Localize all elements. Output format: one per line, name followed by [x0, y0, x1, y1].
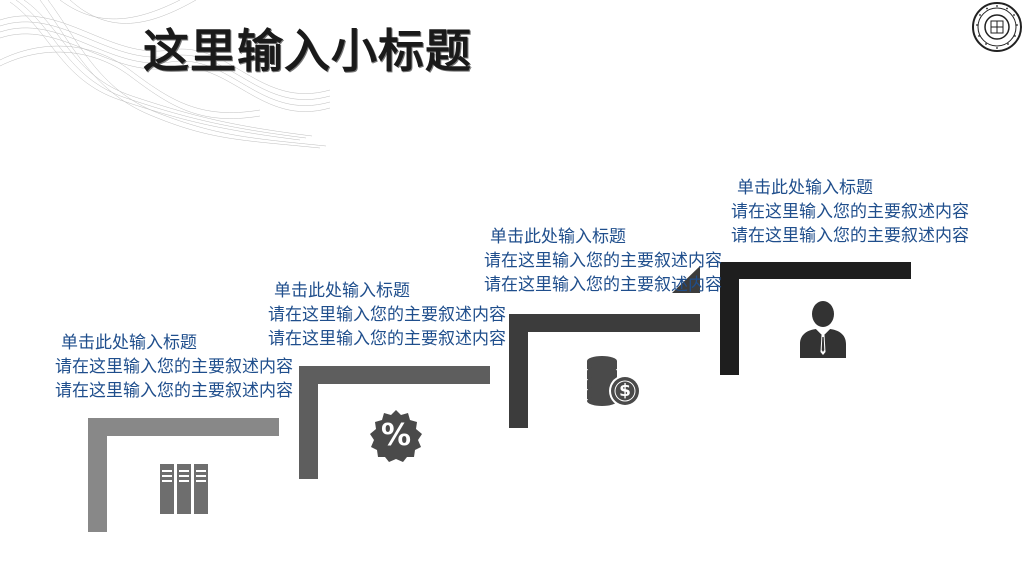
step-4-heading: 单击此处输入标题	[737, 178, 873, 198]
percent-symbol: %	[380, 418, 412, 453]
step-4-line-1: 请在这里输入您的主要叙述内容	[731, 202, 969, 222]
step-2-line-2: 请在这里输入您的主要叙述内容	[268, 329, 506, 349]
step-3-bracket	[509, 314, 700, 428]
step-1-heading: 单击此处输入标题	[61, 333, 197, 353]
step-2-bracket	[299, 366, 490, 479]
step-2-heading: 单击此处输入标题	[274, 281, 410, 301]
university-seal-icon	[972, 2, 1022, 52]
step-4-bracket	[720, 262, 911, 375]
coins-dollar-icon: $	[586, 356, 642, 408]
step-4-triangle-accent	[672, 266, 700, 293]
step-3-text: 单击此处输入标题 请在这里输入您的主要叙述内容 请在这里输入您的主要叙述内容	[484, 225, 722, 297]
step-3-line-2: 请在这里输入您的主要叙述内容	[484, 275, 722, 295]
step-1-line-2: 请在这里输入您的主要叙述内容	[55, 381, 293, 401]
step-4-line-2: 请在这里输入您的主要叙述内容	[731, 226, 969, 246]
decorative-wave-texture	[0, 0, 330, 149]
step-3-heading: 单击此处输入标题	[490, 227, 626, 247]
percent-badge-icon: %	[370, 410, 422, 462]
dollar-symbol: $	[619, 381, 631, 401]
step-2-line-1: 请在这里输入您的主要叙述内容	[268, 305, 506, 325]
slide-title: 这里输入小标题	[143, 24, 472, 78]
step-3-line-1: 请在这里输入您的主要叙述内容	[484, 251, 722, 271]
step-1-bracket	[88, 418, 279, 532]
step-4-text: 单击此处输入标题 请在这里输入您的主要叙述内容 请在这里输入您的主要叙述内容	[731, 176, 969, 248]
businessman-icon	[800, 301, 846, 358]
step-1-line-1: 请在这里输入您的主要叙述内容	[55, 357, 293, 377]
step-1-text: 单击此处输入标题 请在这里输入您的主要叙述内容 请在这里输入您的主要叙述内容	[55, 331, 293, 403]
step-2-text: 单击此处输入标题 请在这里输入您的主要叙述内容 请在这里输入您的主要叙述内容	[268, 279, 506, 351]
server-rack-icon	[160, 464, 208, 514]
